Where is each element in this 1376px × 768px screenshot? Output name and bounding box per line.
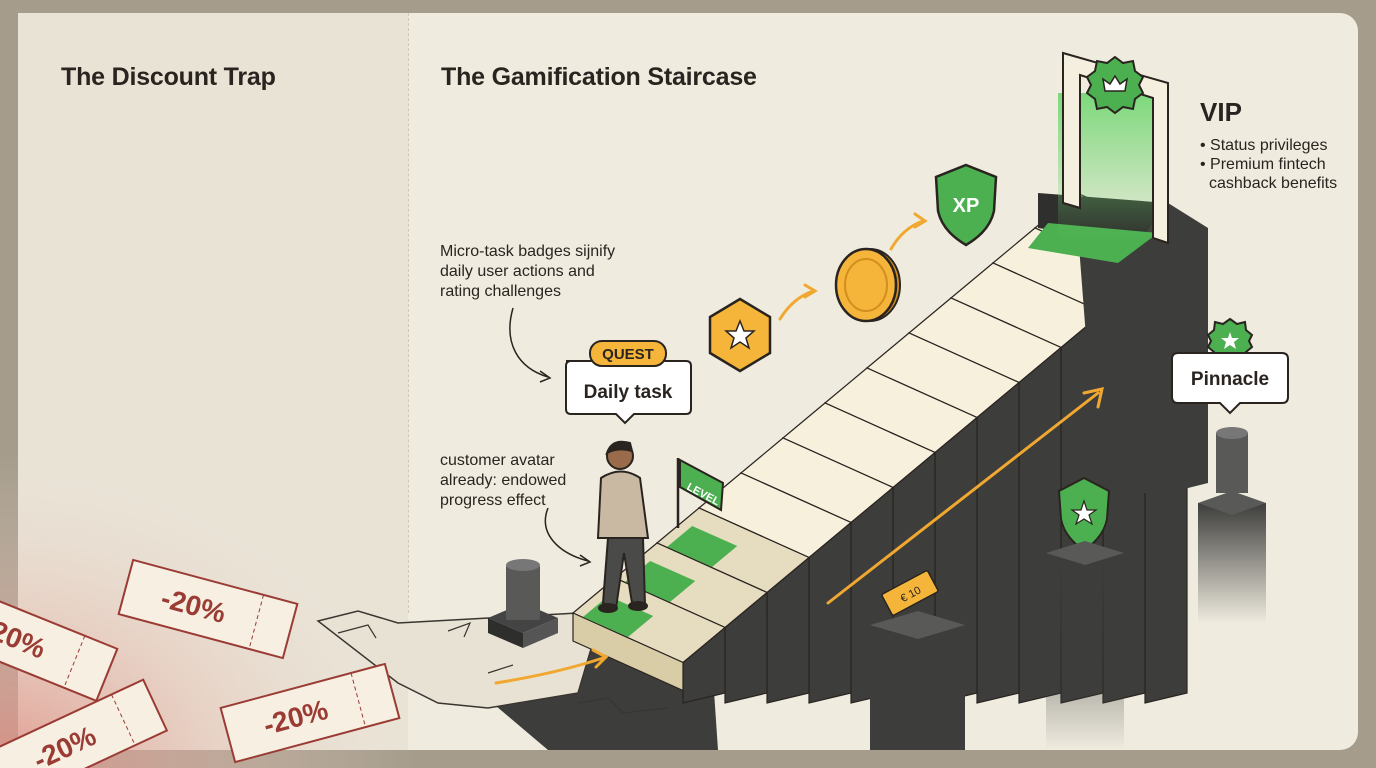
coupon: -20% bbox=[0, 583, 119, 703]
annotation-leaders bbox=[509, 307, 592, 567]
floating-pillars bbox=[870, 427, 1266, 750]
quest-tag: QUEST bbox=[602, 346, 654, 363]
note-line: already: endowed bbox=[440, 472, 567, 489]
pinnacle-label: Pinnacle bbox=[1191, 369, 1269, 390]
coupon: -20% bbox=[0, 678, 169, 768]
customer-avatar bbox=[596, 440, 650, 613]
coupon: -20% bbox=[117, 558, 299, 660]
xp-shield-icon: XP bbox=[934, 163, 998, 247]
level-flag: LEVEL bbox=[676, 458, 725, 528]
gold-coin-icon bbox=[834, 247, 901, 323]
gamification-title: The Gamification Staircase bbox=[441, 63, 757, 91]
vip-title: VIP bbox=[1200, 97, 1242, 127]
vip-panel: VIP • Status privileges • Premium fintec… bbox=[1200, 97, 1337, 193]
quest-bubble: QUEST Daily task bbox=[565, 340, 692, 425]
star-shield-icon bbox=[1057, 476, 1111, 552]
xp-label: XP bbox=[953, 195, 980, 217]
vip-benefit: • Premium fintech bbox=[1200, 156, 1326, 173]
vip-benefit: cashback benefits bbox=[1209, 175, 1338, 192]
staircase-illustration: XP LEVEL bbox=[0, 51, 1289, 768]
stair-side bbox=[976, 381, 1020, 704]
vip-gate bbox=[1058, 51, 1169, 245]
discount-trap-title: The Discount Trap bbox=[61, 63, 276, 91]
note-line: customer avatar bbox=[440, 452, 555, 469]
crown-badge-icon bbox=[1085, 55, 1145, 115]
progress-arrows bbox=[494, 212, 1104, 685]
small-ticket-icon: € 10 bbox=[881, 570, 939, 616]
stair-green-highlight bbox=[667, 526, 738, 567]
avatar-note: customer avatar already: endowed progres… bbox=[440, 451, 566, 511]
note-line: daily user actions and bbox=[440, 263, 595, 280]
note-line: Micro-task badges sijnify bbox=[440, 243, 616, 260]
vip-benefits: • Status privileges • Premium fintech ca… bbox=[1200, 136, 1337, 193]
section-divider bbox=[408, 13, 409, 613]
quest-task-label: Daily task bbox=[584, 382, 673, 403]
micro-task-note: Micro-task badges sijnify daily user act… bbox=[440, 242, 615, 302]
coupon: -20% bbox=[219, 662, 401, 764]
note-line: progress effect bbox=[440, 492, 546, 509]
left-post bbox=[488, 559, 558, 648]
note-line: rating challenges bbox=[440, 283, 561, 300]
stair-riser bbox=[572, 612, 684, 692]
star-hexagon-icon bbox=[708, 297, 772, 373]
discount-coupons: -20% -20% -20% -20% bbox=[0, 558, 401, 768]
infographic-card: XP LEVEL bbox=[0, 13, 1358, 768]
pinnacle-bubble: Pinnacle bbox=[1171, 352, 1289, 415]
vip-benefit: • Status privileges bbox=[1200, 137, 1328, 154]
